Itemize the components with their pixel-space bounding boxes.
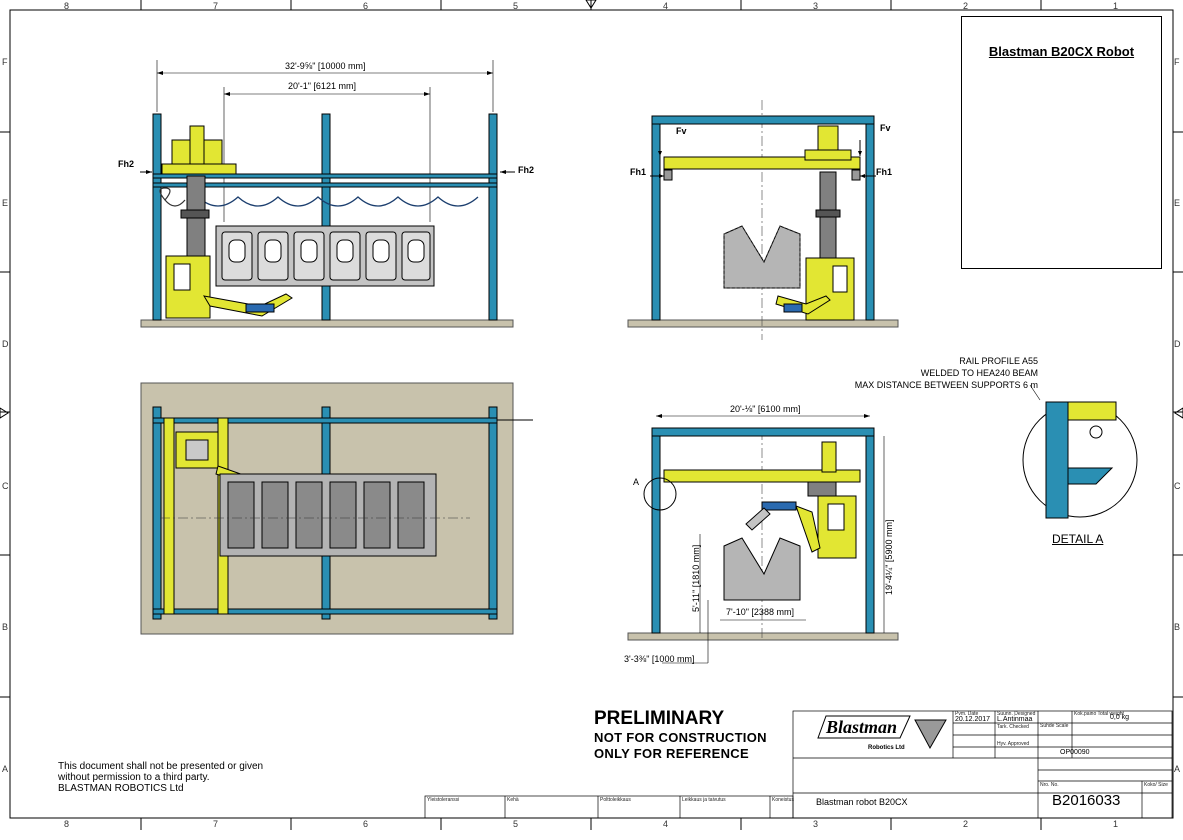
- zone-label: 5: [513, 1, 519, 11]
- zone-label: A: [2, 764, 9, 774]
- side-column: [152, 113, 162, 321]
- detail-marker: A: [633, 477, 640, 487]
- dimension-width: 20'-⅛" [6100 mm]: [730, 404, 801, 414]
- force-label: Fh2: [518, 165, 535, 175]
- zone-label: C: [2, 481, 9, 491]
- dimension-height: 19'-4¼" [5900 mm]: [884, 519, 894, 595]
- stamp-preliminary: PRELIMINARY: [594, 708, 725, 729]
- force-label: Fh1: [876, 167, 893, 177]
- designer-value: L.Antinmaa: [997, 716, 1033, 723]
- zone-label: A: [1174, 764, 1181, 774]
- plan-view: [140, 382, 533, 635]
- rail-note-line: WELDED TO HEA240 BEAM: [920, 368, 1038, 378]
- side-column: [321, 113, 331, 321]
- drawing-number: B2016033: [1052, 792, 1121, 809]
- detail-a-callout: [643, 477, 677, 511]
- drawing-title-box: Blastman B20CX Robot: [961, 16, 1162, 269]
- date-value: 20.12.2017: [955, 716, 991, 723]
- logo-frame: [817, 715, 911, 739]
- centering-mark-left: [0, 407, 9, 419]
- zone-label: 8: [64, 819, 70, 829]
- confidentiality-line: without permission to a third party.: [58, 772, 210, 783]
- side-view: [140, 60, 515, 328]
- force-label: Fv: [880, 123, 891, 133]
- zone-label: 6: [363, 819, 369, 829]
- title-block-grid: [424, 710, 1173, 819]
- stamp-reference-only: ONLY FOR REFERENCE: [594, 746, 749, 761]
- project-code: OP00090: [1060, 749, 1090, 756]
- side-floor: [140, 319, 514, 328]
- tolerance-field: Kehä: [507, 797, 519, 803]
- scale-label: Suhde Scale: [1040, 723, 1069, 729]
- force-label: Fv: [676, 126, 687, 136]
- zone-label: 3: [813, 819, 819, 829]
- designed-label: Suunn. Designed: [997, 711, 1036, 717]
- zone-label: 5: [513, 819, 519, 829]
- drawing-number-label: Nro. No.: [1040, 782, 1059, 788]
- logo-mark-icon: [914, 719, 947, 750]
- tolerance-field: Polttoleikkaus: [600, 797, 631, 803]
- company-logo-subtitle: Robotics Ltd: [868, 745, 905, 751]
- date-label: Pvm. Date: [955, 711, 979, 717]
- rail-note: RAIL PROFILE A55 WELDED TO HEA240 BEAM M…: [855, 355, 1038, 391]
- confidentiality-line: BLASTMAN ROBOTICS Ltd: [58, 783, 184, 794]
- zone-label: B: [2, 622, 9, 632]
- zone-label: 4: [663, 819, 669, 829]
- zone-label: B: [1174, 622, 1181, 632]
- company-logo: Blastman: [826, 717, 898, 737]
- zone-label: E: [2, 198, 9, 208]
- dimension-offset: 3'-3⅜" [1000 mm]: [624, 654, 695, 664]
- drawing-subtitle: Blastman robot B20CX: [816, 797, 908, 807]
- confidentiality-line: This document shall not be presented or …: [58, 761, 264, 772]
- detail-a-label: DETAIL A: [1052, 532, 1104, 546]
- tolerance-field: Koneistus: [772, 797, 794, 803]
- zone-label: 6: [363, 1, 369, 11]
- zone-label: 3: [813, 1, 819, 11]
- weight-label: Kok.paino Total weight: [1074, 711, 1124, 717]
- tolerance-field: Leikkaus ja taivutus: [682, 797, 726, 803]
- centering-mark-top: [585, 0, 597, 9]
- zone-label: 2: [963, 819, 969, 829]
- approved-label: Hyv. Approved: [997, 741, 1030, 747]
- zone-label: 7: [213, 1, 219, 11]
- dimension-fixture-height: 5'-11" [1810 mm]: [691, 544, 701, 612]
- end-floor: [627, 319, 899, 328]
- drawing-title: Blastman B20CX Robot: [988, 44, 1135, 59]
- zone-label: 8: [64, 1, 70, 11]
- zone-label: F: [2, 57, 8, 67]
- zone-label: 1: [1113, 819, 1119, 829]
- section-view: [627, 414, 899, 664]
- confidentiality-note: This document shall not be presented or …: [58, 761, 263, 794]
- detail-a-view: [1022, 384, 1138, 519]
- tolerance-field: Yleistoleranssi: [427, 797, 460, 803]
- zone-label: D: [2, 339, 9, 349]
- zone-label: E: [1174, 198, 1181, 208]
- zone-label: D: [1174, 339, 1181, 349]
- sheet-size-label: Koko/ Size: [1144, 782, 1168, 788]
- rail-note-line: MAX DISTANCE BETWEEN SUPPORTS 6 m: [854, 380, 1038, 390]
- end-view: [627, 100, 899, 340]
- weight-value: 0,0 kg: [1110, 714, 1130, 721]
- zone-label: 1: [1113, 1, 1119, 11]
- force-label: Fh2: [118, 159, 135, 169]
- dimension-fixture-width: 7'-10" [2388 mm]: [726, 607, 794, 617]
- zone-label: 7: [213, 819, 219, 829]
- centering-mark-right: [1174, 407, 1183, 419]
- zone-label: F: [1174, 57, 1180, 67]
- dimension-overall: 32'-9⅝" [10000 mm]: [285, 61, 366, 71]
- checked-label: Tark. Checked: [997, 724, 1029, 730]
- zone-label: C: [1174, 481, 1181, 491]
- side-column: [488, 113, 498, 321]
- dimension-inner: 20'-1" [6121 mm]: [288, 81, 356, 91]
- rail-note-line: RAIL PROFILE A55: [959, 356, 1038, 366]
- zone-label: 2: [963, 1, 969, 11]
- zone-label: 4: [663, 1, 669, 11]
- force-label: Fh1: [630, 167, 647, 177]
- stamp-not-for-construction: NOT FOR CONSTRUCTION: [594, 730, 767, 745]
